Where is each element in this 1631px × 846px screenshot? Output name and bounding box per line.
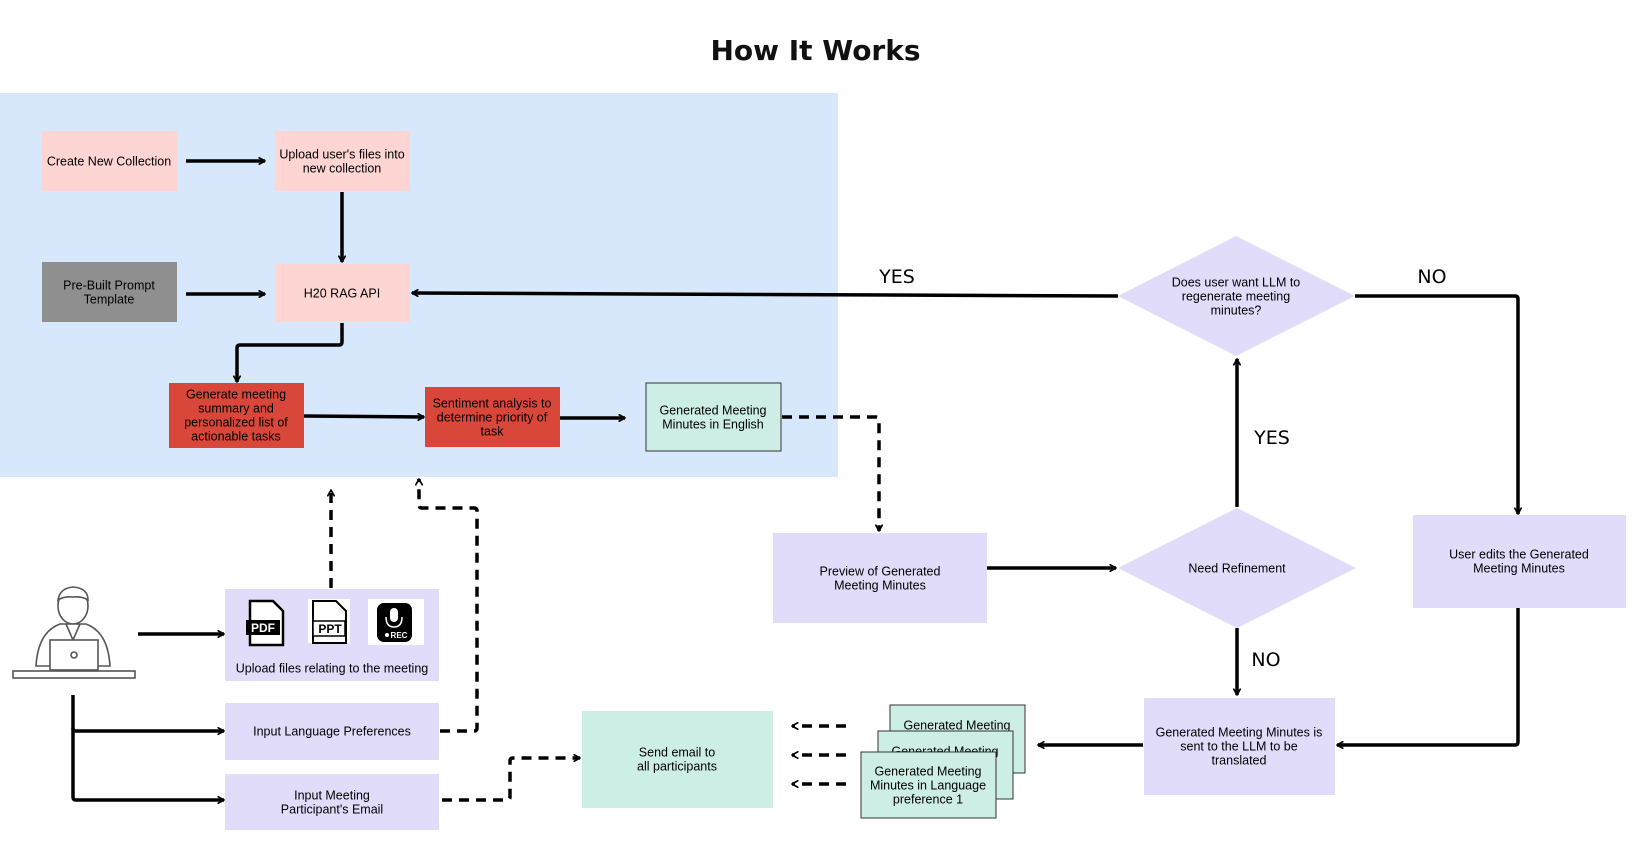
node-translated-stack: Generated Meeting Generated Meeting Gene… — [860, 704, 1026, 819]
node-label-line: Create New Collection — [47, 155, 171, 169]
node-rag-api: H20 RAG API — [275, 264, 410, 322]
node-label-line: Participant's Email — [281, 803, 383, 817]
node-label-line: Sentiment analysis to — [433, 397, 552, 411]
node-label-line: regenerate meeting — [1182, 290, 1290, 304]
node-label-line: translated — [1212, 754, 1267, 768]
pdf-icon: PDF — [246, 599, 285, 647]
node-label-line: Send email to — [639, 746, 715, 760]
node-label-line: Template — [84, 293, 135, 307]
svg-text:PDF: PDF — [251, 621, 275, 635]
edge-rag-to-generate — [237, 323, 344, 382]
svg-text:Create New Collection: Create New Collection — [47, 155, 171, 169]
node-label-line: personalized list of — [184, 416, 288, 430]
node-label-line: Meeting Minutes — [834, 579, 926, 593]
node-label-line: Generated Meeting Minutes is — [1156, 726, 1323, 740]
edge-label-yes-mid: YES — [1253, 427, 1290, 449]
node-label-line: Need Refinement — [1188, 562, 1286, 576]
node-label-line: Pre-Built Prompt — [63, 279, 155, 293]
svg-text:Input Language Preferences: Input Language Preferences — [253, 725, 411, 739]
edge-edits-to-llm — [1337, 608, 1520, 745]
node-label-line: Generate meeting — [186, 388, 286, 402]
edge-language-to-panel — [419, 479, 479, 733]
edge-label-yes-top: YES — [878, 266, 915, 288]
svg-text:PPT: PPT — [318, 622, 342, 636]
svg-text:Upload files relating to the m: Upload files relating to the meeting — [236, 662, 429, 676]
node-label-line: H20 RAG API — [304, 287, 380, 301]
microphone-recording-icon: REC — [368, 599, 424, 645]
node-label-line: Meeting Minutes — [1473, 562, 1565, 576]
node-need-refinement: Need Refinement — [1118, 508, 1356, 628]
svg-text:H20 RAG API: H20 RAG API — [304, 287, 380, 301]
edge-generate-to-sentiment — [303, 416, 424, 417]
node-label-line: determine priority of — [437, 411, 548, 425]
node-label-line: minutes? — [1211, 304, 1262, 318]
node-label-line: Upload user's files into — [279, 148, 404, 162]
node-label-line: preference 1 — [893, 793, 963, 807]
node-create-collection: Create New Collection — [42, 131, 177, 191]
node-label-line: task — [481, 425, 505, 439]
node-label-line: Generated Meeting — [659, 404, 766, 418]
node-label-line: Input Meeting — [294, 789, 370, 803]
node-label-line: Does user want LLM to — [1172, 276, 1301, 290]
edge-label-no-top: NO — [1417, 266, 1446, 288]
node-label-line: Input Language Preferences — [253, 725, 411, 739]
node-upload-meeting-files: PDF PPT REC Upload files relating to the… — [225, 589, 439, 681]
edge-english-to-preview — [782, 415, 879, 531]
user-at-laptop-icon — [12, 586, 136, 679]
node-label-line: Upload files relating to the meeting — [236, 662, 429, 676]
node-label-line: Minutes in English — [662, 418, 763, 432]
edge-user-to-language — [71, 695, 224, 731]
edge-regenerate-no — [1355, 294, 1518, 514]
node-label-line: Generated Meeting — [903, 719, 1010, 733]
node-label-line: Generated Meeting — [874, 765, 981, 779]
ppt-icon: PPT — [308, 599, 350, 644]
node-label-line: actionable tasks — [191, 430, 281, 444]
node-label-line: sent to the LLM to be — [1180, 740, 1297, 754]
node-label-line: new collection — [303, 162, 382, 176]
edge-regenerate-yes — [412, 293, 1119, 298]
svg-text:REC: REC — [391, 631, 408, 640]
node-label-line: Preview of Generated — [820, 565, 941, 579]
node-language-preferences: Input Language Preferences — [225, 703, 439, 760]
svg-text:Generated Meeting: Generated Meeting — [903, 719, 1010, 733]
edge-user-to-email — [71, 728, 224, 800]
node-label-line: Minutes in Language — [870, 779, 986, 793]
node-label-line: summary and — [198, 402, 274, 416]
node-label-line: all participants — [637, 760, 717, 774]
node-label-line: User edits the Generated — [1449, 548, 1589, 562]
edge-email-to-send — [442, 758, 580, 802]
page-title: How It Works — [710, 34, 921, 67]
edge-label-no-mid: NO — [1251, 649, 1280, 671]
svg-text:Need Refinement: Need Refinement — [1188, 562, 1286, 576]
